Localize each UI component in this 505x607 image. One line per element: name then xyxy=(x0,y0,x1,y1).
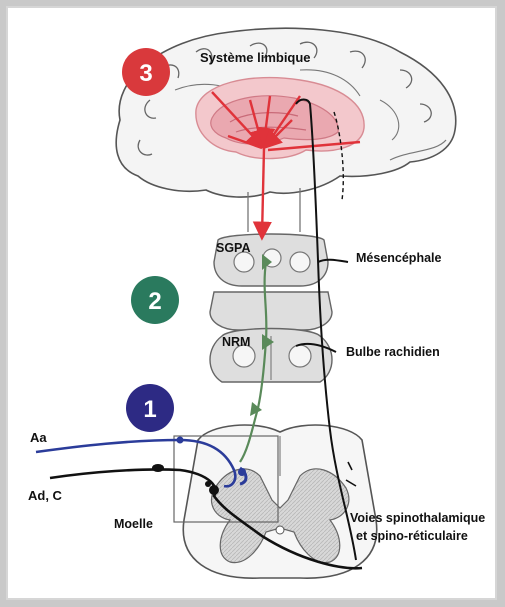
voies-label-line2: et spino-réticulaire xyxy=(356,529,468,543)
level-3-badge: 3 xyxy=(122,48,170,96)
moelle-section xyxy=(174,425,377,578)
sgpa-label: SGPA xyxy=(216,241,251,255)
svg-text:3: 3 xyxy=(139,60,152,87)
svg-text:1: 1 xyxy=(143,396,156,423)
bulbe-label: Bulbe rachidien xyxy=(346,345,440,359)
aa-label: Aa xyxy=(30,430,47,445)
nrm-label: NRM xyxy=(222,335,250,349)
level-2-badge: 2 xyxy=(131,276,179,324)
adc-label: Ad, C xyxy=(28,488,63,503)
level-1-badge: 1 xyxy=(126,384,174,432)
limbic-label: Système limbique xyxy=(200,50,311,65)
moelle-label: Moelle xyxy=(114,517,153,531)
voies-label-line1: Voies spinothalamique xyxy=(350,511,485,525)
mesencephale-label: Mésencéphale xyxy=(356,251,442,265)
svg-text:2: 2 xyxy=(148,288,161,315)
